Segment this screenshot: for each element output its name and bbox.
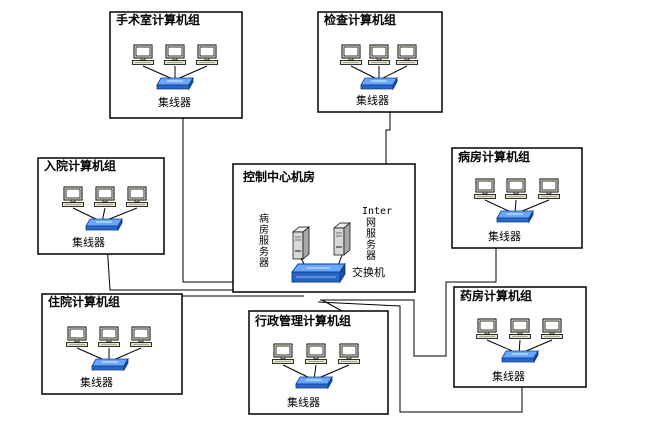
computer-icon (505, 178, 527, 199)
computer-icon (338, 343, 360, 364)
computer-icon (368, 44, 390, 65)
internet-server-prefix: Inter (362, 206, 392, 217)
internet-server-icon (333, 222, 351, 256)
group-admin: 行政管理计算机组 集线器 (248, 310, 389, 415)
group-pharmacy-pcs (476, 318, 563, 339)
computer-icon (62, 186, 84, 207)
computer-icon (126, 186, 148, 207)
hub-icon (85, 218, 123, 231)
computer-icon (340, 44, 362, 65)
group-surgery-box (109, 11, 243, 119)
group-surgery-pcs (132, 44, 218, 65)
ward-server-icon (292, 226, 310, 260)
ward-server-label: 病房服务器 (259, 212, 269, 269)
computer-icon (538, 178, 560, 199)
group-exam: 检查计算机组 集线器 (317, 11, 443, 113)
group-ward-pcs (474, 178, 560, 199)
computer-icon (196, 44, 218, 65)
computer-icon (474, 178, 496, 199)
group-exam-pcs (340, 44, 418, 65)
group-exam-title: 检查计算机组 (324, 12, 396, 27)
group-inpatient-pcs (66, 326, 152, 347)
group-exam-hub-label: 集线器 (356, 93, 389, 107)
computer-icon (396, 44, 418, 65)
control-center-title: 控制中心机房 (243, 169, 315, 184)
computer-icon (66, 326, 88, 347)
hub-icon (501, 350, 539, 363)
hub-icon (91, 358, 129, 371)
hub-icon (156, 77, 194, 90)
group-inpatient: 住院计算机组 集线器 (41, 293, 183, 395)
group-admission-pcs (62, 186, 148, 207)
group-admission-title: 入院计算机组 (44, 158, 116, 173)
group-surgery: 手术室计算机组 集线器 (109, 11, 243, 119)
group-surgery-title: 手术室计算机组 (116, 12, 200, 27)
group-inpatient-hub-label: 集线器 (80, 375, 113, 389)
group-pharmacy: 药房计算机组 集线器 (453, 286, 587, 388)
computer-icon (164, 44, 186, 65)
computer-icon (272, 343, 294, 364)
group-admission: 入院计算机组 集线器 (37, 157, 165, 255)
computer-icon (98, 326, 120, 347)
group-admission-hub-label: 集线器 (72, 235, 105, 249)
switch-label: 交换机 (352, 265, 385, 279)
group-admin-hub-label: 集线器 (287, 395, 320, 409)
control-center: 控制中心机房 病房服务器 Inter 网服务器 交换机 (232, 163, 416, 293)
computer-icon (541, 318, 563, 339)
group-ward-title: 病房计算机组 (458, 149, 530, 164)
computer-icon (94, 186, 116, 207)
computer-icon (476, 318, 498, 339)
hub-icon (496, 210, 534, 223)
group-admin-pcs (272, 343, 360, 364)
hub-icon (295, 376, 333, 389)
hub-icon (360, 77, 398, 90)
group-ward: 病房计算机组 集线器 (451, 147, 583, 249)
group-surgery-hub-label: 集线器 (158, 95, 191, 109)
computer-icon (509, 318, 531, 339)
group-ward-hub-label: 集线器 (488, 229, 521, 243)
internet-server-label: 网服务器 (366, 217, 376, 262)
group-inpatient-title: 住院计算机组 (48, 294, 120, 309)
cable-pharmacy (317, 301, 523, 413)
switch-icon (291, 262, 346, 284)
computer-icon (305, 343, 327, 364)
computer-icon (132, 44, 154, 65)
group-pharmacy-title: 药房计算机组 (460, 288, 532, 303)
group-admin-title: 行政管理计算机组 (254, 313, 351, 328)
group-pharmacy-hub-label: 集线器 (492, 369, 525, 383)
computer-icon (130, 326, 152, 347)
